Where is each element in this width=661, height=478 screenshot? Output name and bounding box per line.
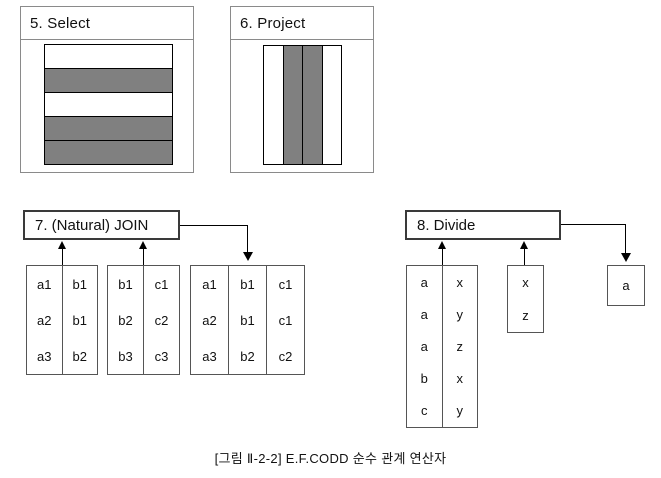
divide-dividend-line <box>442 248 443 265</box>
table-cell: c1 <box>278 276 293 292</box>
project-col-3 <box>303 46 323 164</box>
table-cell: a <box>420 274 428 290</box>
project-col-4 <box>322 46 341 164</box>
divide-header-label: 8. Divide <box>417 216 476 234</box>
select-row-4 <box>45 117 172 141</box>
table-cell: b2 <box>240 348 255 364</box>
join-operand-2-col-2: c1 c2 c3 <box>144 266 179 374</box>
table-cell: c3 <box>154 348 169 364</box>
divide-divisor-arrowhead <box>520 241 528 249</box>
table-cell: a <box>622 278 630 293</box>
divide-dividend-arrowhead <box>438 241 446 249</box>
join-result-col-2: b1 b1 b2 <box>229 266 267 374</box>
divide-dividend-col-1: a a a b c <box>407 266 443 427</box>
table-cell: c2 <box>278 348 293 364</box>
join-result-col-3: c1 c1 c2 <box>267 266 304 374</box>
divide-result-col-1: a <box>608 266 644 305</box>
table-cell: b1 <box>118 276 133 292</box>
select-row-1 <box>45 45 172 69</box>
table-cell: y <box>456 403 464 419</box>
divide-header-box: 8. Divide <box>405 210 561 240</box>
table-cell: x <box>456 274 464 290</box>
figure-caption: [그림 Ⅱ-2-2] E.F.CODD 순수 관계 연산자 <box>214 451 447 466</box>
project-col-2 <box>283 46 303 164</box>
select-stripe-box <box>44 44 173 165</box>
panel-project-title: 6. Project <box>231 7 373 40</box>
table-cell: a <box>420 339 428 354</box>
join-operand-2: b1 b2 b3 c1 c2 c3 <box>107 265 180 375</box>
divide-connector-vertical <box>625 224 626 254</box>
table-cell: a2 <box>37 312 52 328</box>
table-cell: b1 <box>240 312 255 328</box>
panel-project: 6. Project <box>230 6 374 173</box>
table-cell: x <box>522 275 529 290</box>
join-operand2-arrowhead <box>139 241 147 249</box>
panel-select: 5. Select <box>20 6 194 173</box>
join-result: a1 a2 a3 b1 b1 b2 c1 c1 c2 <box>190 265 305 375</box>
join-result-arrowhead <box>243 252 253 261</box>
join-connector-vertical <box>247 225 248 253</box>
join-operand1-arrowhead <box>58 241 66 249</box>
table-cell: b3 <box>118 348 133 364</box>
table-cell: a1 <box>202 276 217 292</box>
join-operand1-line <box>62 248 63 265</box>
divide-result: a <box>607 265 645 306</box>
table-cell: c1 <box>154 276 169 292</box>
join-operand2-line <box>143 248 144 265</box>
table-cell: z <box>456 339 464 354</box>
join-connector-horizontal <box>180 225 248 226</box>
table-cell: c <box>421 403 428 419</box>
project-col-1 <box>264 46 284 164</box>
table-cell: b1 <box>240 276 255 292</box>
join-operand-1: a1 a2 a3 b1 b1 b2 <box>26 265 98 375</box>
project-column-box <box>263 45 342 165</box>
table-cell: b1 <box>72 276 87 292</box>
join-header-box: 7. (Natural) JOIN <box>23 210 180 240</box>
join-result-col-1: a1 a2 a3 <box>191 266 229 374</box>
table-cell: x <box>456 371 464 387</box>
table-cell: b2 <box>72 348 87 364</box>
table-cell: a3 <box>37 348 52 364</box>
table-cell: z <box>522 308 529 323</box>
table-cell: y <box>456 306 464 322</box>
table-cell: b <box>420 371 428 387</box>
divide-connector-horizontal <box>561 224 626 225</box>
join-header-label: 7. (Natural) JOIN <box>35 216 149 234</box>
divide-divisor-line <box>524 248 525 265</box>
table-cell: a3 <box>202 348 217 364</box>
join-operand-1-col-2: b1 b1 b2 <box>63 266 98 374</box>
table-cell: c2 <box>154 312 169 328</box>
table-cell: b2 <box>118 312 133 328</box>
panel-select-title: 5. Select <box>21 7 193 40</box>
join-operand-2-col-1: b1 b2 b3 <box>108 266 144 374</box>
select-row-2 <box>45 69 172 93</box>
select-row-5 <box>45 141 172 164</box>
join-operand-1-col-1: a1 a2 a3 <box>27 266 63 374</box>
table-cell: a2 <box>202 312 217 328</box>
select-row-3 <box>45 93 172 117</box>
divide-result-arrowhead <box>621 253 631 262</box>
divide-divisor-col-1: x z <box>508 266 543 332</box>
table-cell: c1 <box>278 312 293 328</box>
divide-dividend-col-2: x y z x y <box>443 266 478 427</box>
divide-divisor: x z <box>507 265 544 333</box>
table-cell: a1 <box>37 276 52 292</box>
divide-dividend: a a a b c x y z x y <box>406 265 478 428</box>
table-cell: a <box>420 306 428 322</box>
table-cell: b1 <box>72 312 87 328</box>
